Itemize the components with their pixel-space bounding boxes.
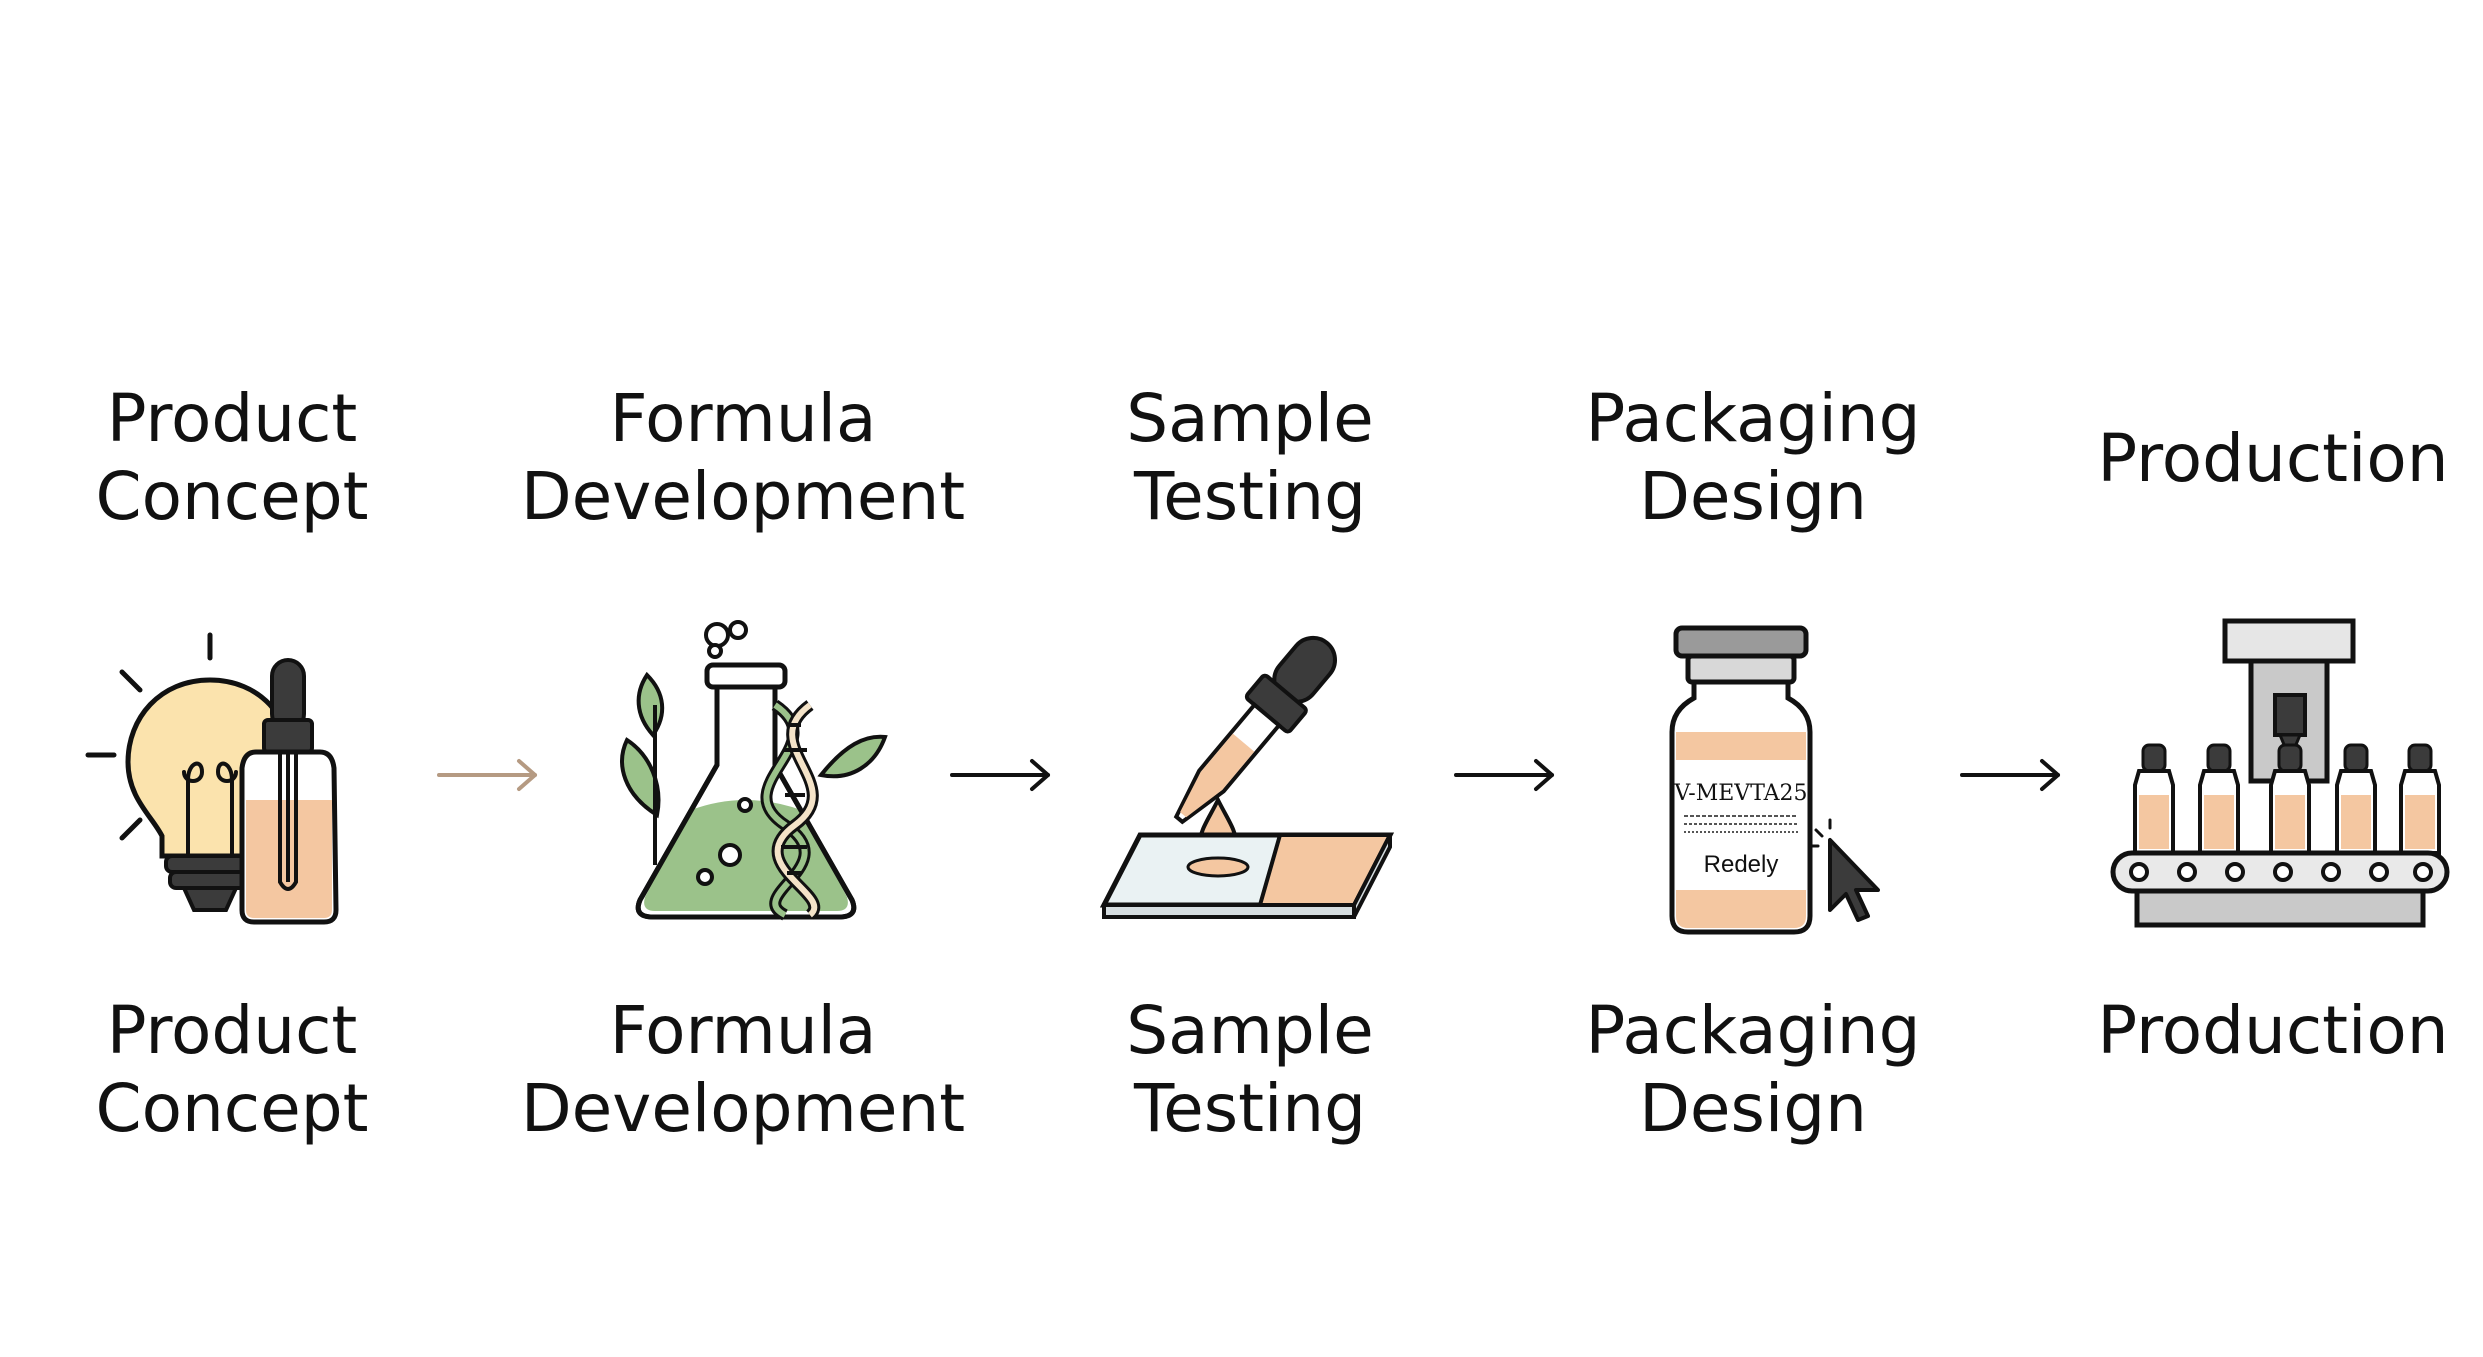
step-1-top-label: Product Concept [0,380,492,536]
step-4-bottom-label: Packaging Design [1493,992,2013,1148]
flow-arrow-2 [950,759,1050,791]
step-2-top-line-1: Formula [609,380,877,457]
step-1-bottom-label: Product Concept [0,992,492,1148]
step-5-top-line-1: Production [2097,420,2449,497]
step-4-bottom-line-2: Design [1639,1070,1867,1147]
step-4-top-label: Packaging Design [1493,380,2013,536]
step-1-bottom-line-1: Product [106,992,358,1069]
lightbulb-dropper-icon [85,632,339,925]
step-2-bottom-line-2: Development [520,1070,966,1147]
step-3-top-label: Sample Testing [990,380,1510,536]
step-3-top-line-2: Testing [1133,458,1367,535]
bottling-line-icon [2110,618,2450,928]
step-4-top-line-2: Design [1639,458,1867,535]
bottle-row [2133,743,2441,855]
step-4-top-line-1: Packaging [1585,380,1921,457]
flow-arrow-1 [437,759,537,791]
step-5-top-label: Production [1913,420,2483,498]
cursor-icon [1808,818,1880,922]
step-5-bottom-label: Production [1913,992,2483,1070]
step-2-top-label: Formula Development [483,380,1003,536]
step-5-bottom-line-1: Production [2097,992,2449,1069]
step-4-bottom-line-1: Packaging [1585,992,1921,1069]
step-2-bottom-line-1: Formula [609,992,877,1069]
dropper-slide-icon [1100,635,1395,919]
flow-arrow-3 [1454,759,1554,791]
flow-arrow-4 [1960,759,2060,791]
step-3-bottom-label: Sample Testing [990,992,1510,1148]
step-1-top-line-1: Product [106,380,358,457]
step-2-bottom-label: Formula Development [483,992,1003,1148]
vial-cursor-icon: V-MEVTA25 Redely [1669,625,1880,935]
step-3-bottom-line-2: Testing [1133,1070,1367,1147]
step-3-top-line-1: Sample [1126,380,1374,457]
step-3-bottom-line-1: Sample [1126,992,1374,1069]
step-1-bottom-line-2: Concept [95,1070,369,1147]
flask-dna-icon [620,620,888,921]
vial-label-name: Redely [1704,851,1779,878]
step-1-top-line-2: Concept [95,458,369,535]
vial-label-code: V-MEVTA25 [1673,781,1807,806]
step-2-top-line-2: Development [520,458,966,535]
